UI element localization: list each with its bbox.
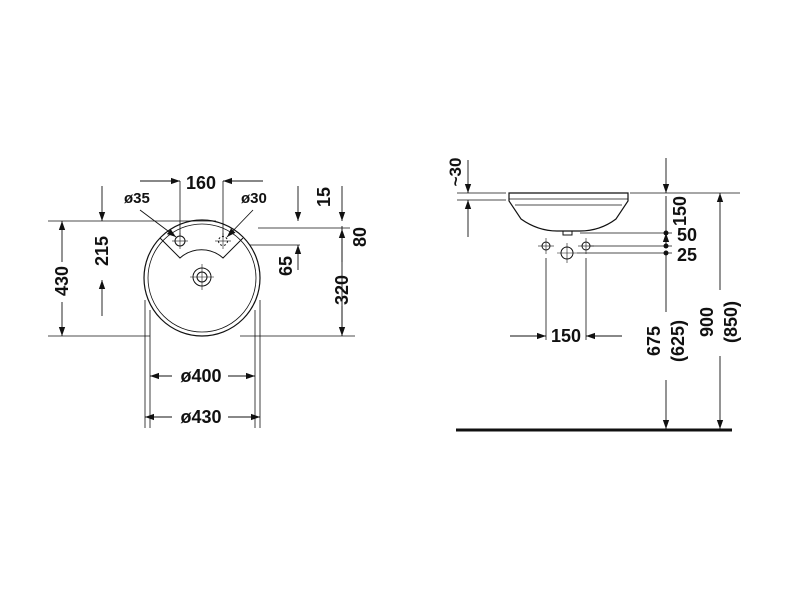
- dim-50-label: 50: [677, 225, 697, 245]
- dim-approx30-label: ~30: [446, 158, 465, 187]
- dim-25-label: 25: [677, 245, 697, 265]
- dim-160-label: 160: [186, 173, 216, 193]
- basin-outer-circle: [143, 219, 261, 337]
- dim-900-label: 900: [697, 307, 717, 337]
- side-view-extension-lines: [457, 192, 740, 340]
- side-view: ~30 150 50 25 150 675 (625) 900 (850): [446, 158, 741, 432]
- dim-dia30-label: ø30: [241, 190, 267, 207]
- dim-65-label: 65: [276, 256, 296, 276]
- dim-430-height-label: 430: [52, 266, 72, 296]
- dim-150-height-label: 150: [670, 196, 690, 226]
- top-view-extension-lines: [48, 181, 355, 428]
- tap-deck-notch: [159, 237, 244, 259]
- dim-80-label: 80: [350, 227, 370, 247]
- dim-dia35-label: ø35: [124, 190, 150, 207]
- dim-dia430-label: ø430: [180, 407, 221, 427]
- dim-15-label: 15: [314, 187, 334, 207]
- dim-850-label: (850): [721, 301, 741, 343]
- dim-625-label: (625): [668, 320, 688, 362]
- dim-50-dot: [663, 230, 669, 236]
- dim-215-label: 215: [92, 236, 112, 266]
- basin-inner-circle: [147, 223, 257, 333]
- dim-25-dot: [663, 243, 669, 249]
- drain-stub: [562, 230, 573, 236]
- dim-dia400-label: ø400: [180, 366, 221, 386]
- top-view: 160 ø35 ø30 430 215 65 15 80 320 ø400 ø4…: [48, 173, 370, 428]
- dim-320-label: 320: [332, 275, 352, 305]
- dim-675-label: 675: [644, 326, 664, 356]
- basin-side-profile: [508, 192, 629, 232]
- dim-150-width-label: 150: [551, 326, 581, 346]
